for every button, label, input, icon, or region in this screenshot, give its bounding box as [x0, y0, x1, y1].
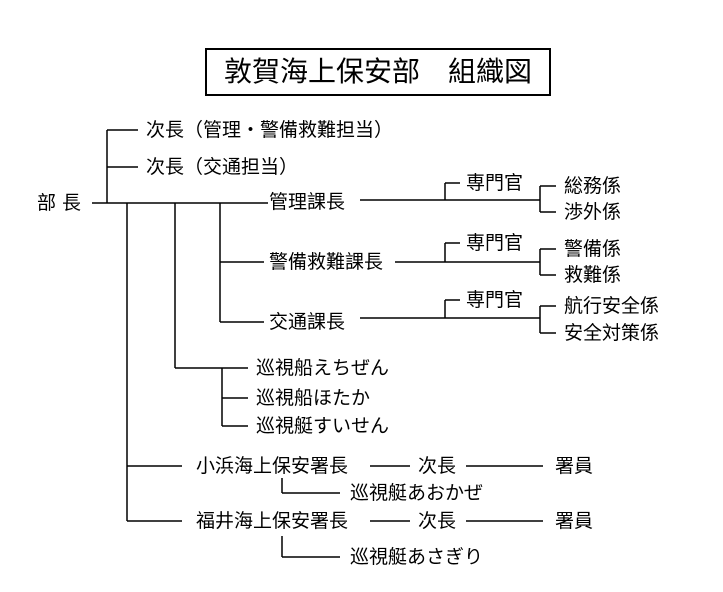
node-fukui-shocho: 福井海上保安署長: [196, 510, 349, 532]
node-suisen: 巡視艇すいせん: [256, 415, 390, 437]
node-shogai: 渉外係: [564, 201, 622, 223]
node-senmonkan-1: 専門官: [466, 172, 524, 194]
node-fukui-jicho: 次長: [418, 510, 457, 532]
node-obama-shoin: 署員: [555, 455, 594, 477]
node-jicho-kanri: 次長（管理・警備救難担当）: [146, 119, 394, 141]
node-fukui-shoin: 署員: [555, 510, 594, 532]
node-asagiri: 巡視艇あさぎり: [350, 546, 484, 568]
node-kyunan: 救難係: [564, 264, 622, 286]
node-obama-shocho: 小浜海上保安署長: [196, 455, 349, 477]
node-keibi-kacho: 警備救難課長: [269, 251, 384, 273]
node-echizen: 巡視船えちぜん: [256, 357, 390, 379]
node-kanri-kacho: 管理課長: [269, 191, 346, 213]
node-somu: 総務係: [564, 175, 622, 197]
node-bucho: 部 長: [37, 192, 82, 214]
node-koko: 航行安全係: [564, 295, 660, 317]
node-obama-jicho: 次長: [418, 455, 457, 477]
node-akagaze: 巡視艇あおかぜ: [350, 482, 484, 504]
node-kotsu-kacho: 交通課長: [269, 311, 346, 333]
title-box: [205, 48, 551, 96]
node-jicho-kotsu: 次長（交通担当）: [146, 156, 299, 178]
node-senmonkan-2: 専門官: [466, 232, 524, 254]
node-senmonkan-3: 専門官: [466, 289, 524, 311]
node-hotaka: 巡視船ほたか: [256, 387, 371, 409]
node-keibi: 警備係: [564, 238, 622, 260]
page-title: 敦賀海上保安部 組織図: [223, 55, 532, 88]
node-anzen: 安全対策係: [564, 322, 660, 344]
